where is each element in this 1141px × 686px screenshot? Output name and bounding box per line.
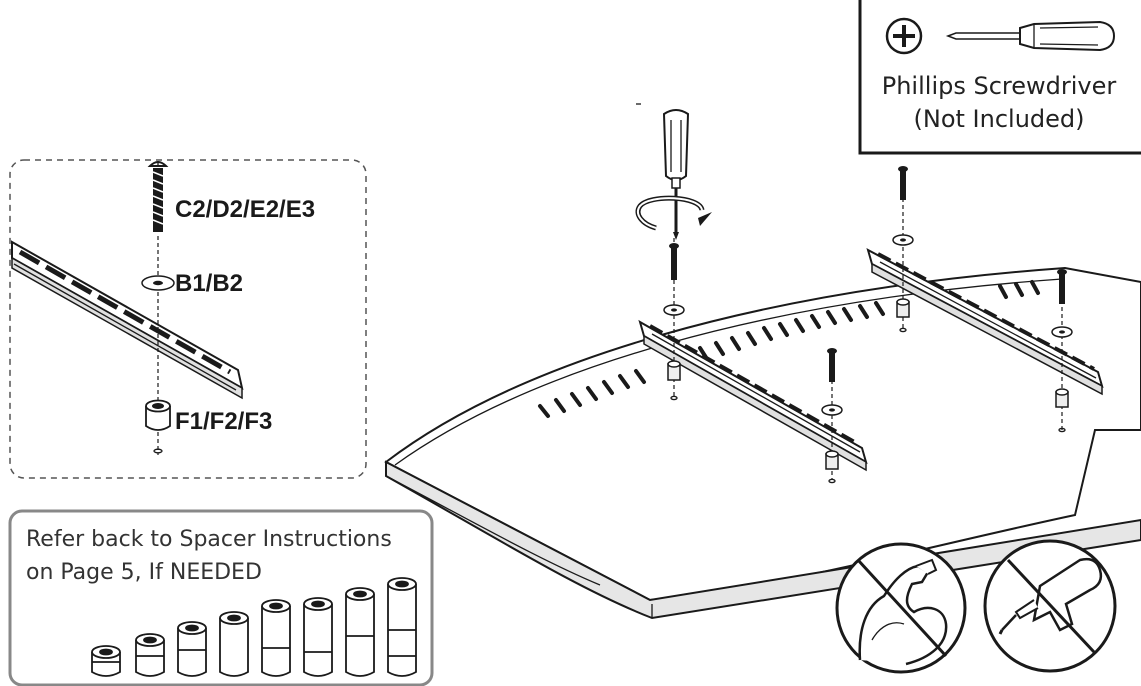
screw-stack-1 (663, 238, 685, 401)
screwdriver-icon (945, 20, 1116, 52)
spacer-note-line-1: Refer back to Spacer Instructions (26, 527, 392, 552)
tool-name: Phillips Screwdriver (882, 72, 1117, 100)
phillips-head-icon (885, 17, 923, 55)
tool-note: (Not Included) (914, 105, 1085, 133)
screw-stack-4 (1051, 269, 1073, 433)
washer-icon (141, 275, 175, 291)
vent-slots (538, 280, 1040, 418)
screwdriver-in-use-icon (635, 103, 712, 240)
spacer-sizes-illustration (91, 577, 417, 677)
spacer-note-line-2: on Page 5, If NEEDED (26, 560, 262, 585)
no-power-drill-icon (983, 539, 1117, 673)
washer-label: B1/B2 (175, 270, 243, 297)
no-overtighten-icon (835, 542, 967, 674)
screw-icon (147, 161, 169, 232)
screw-label: C2/D2/E2/E3 (175, 196, 315, 223)
mounting-rail-right (866, 248, 1104, 396)
tool-required-box: Phillips Screwdriver (Not Included) (858, 0, 1141, 155)
detail-rail (11, 240, 244, 400)
spacer-note-box: Refer back to Spacer Instructions on Pag… (8, 509, 434, 686)
spacer-label: F1/F2/F3 (175, 408, 272, 435)
spacer-icon (145, 399, 171, 454)
screw-stack-2 (821, 348, 843, 484)
mounting-rail-left (638, 319, 868, 472)
screw-stack-3 (892, 166, 914, 333)
detail-callout: C2/D2/E2/E3 B1/B2 F1/F2/F3 (9, 159, 367, 479)
